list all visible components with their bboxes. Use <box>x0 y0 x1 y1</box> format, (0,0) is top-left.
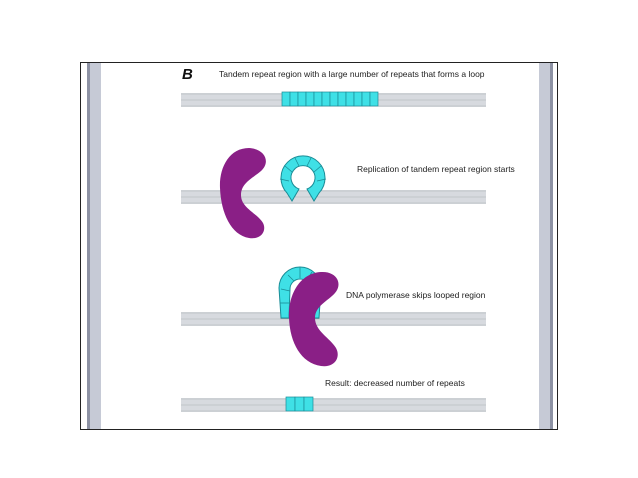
step2-label: Replication of tandem repeat region star… <box>357 164 515 174</box>
repeat-unit <box>369 91 379 107</box>
step4-label: Result: decreased number of repeats <box>325 378 465 388</box>
step1-repeat-region <box>281 91 379 107</box>
repeat-unit <box>329 91 339 107</box>
step1-label: Tandem repeat region with a large number… <box>219 69 485 79</box>
step3-label: DNA polymerase skips looped region <box>346 290 486 300</box>
repeat-unit <box>294 396 305 412</box>
repeat-unit <box>297 91 307 107</box>
frame-left-bar <box>87 63 101 429</box>
diagram: B Tandem repeat region with a large numb… <box>87 63 553 429</box>
step4-dna <box>181 398 486 412</box>
slide-frame: B Tandem repeat region with a large numb… <box>80 62 558 430</box>
repeat-unit <box>305 91 315 107</box>
repeat-unit <box>337 91 347 107</box>
repeat-unit <box>313 91 323 107</box>
repeat-unit <box>289 91 299 107</box>
panel-letter: B <box>182 66 193 83</box>
repeat-unit <box>353 91 363 107</box>
repeat-unit <box>361 91 371 107</box>
dna-polymerase-icon-step3 <box>288 271 339 367</box>
dna-polymerase-icon <box>219 148 266 239</box>
repeat-unit <box>303 396 314 412</box>
repeat-unit <box>345 91 355 107</box>
repeat-unit <box>281 91 291 107</box>
repeat-unit <box>285 396 296 412</box>
step3-dna <box>181 312 486 326</box>
step4-repeat-region <box>285 396 314 412</box>
frame-right-edge <box>550 63 553 429</box>
frame-right-bar <box>539 63 553 429</box>
repeat-unit <box>321 91 331 107</box>
frame-left-edge <box>87 63 90 429</box>
repeat-loop-icon <box>279 155 327 202</box>
